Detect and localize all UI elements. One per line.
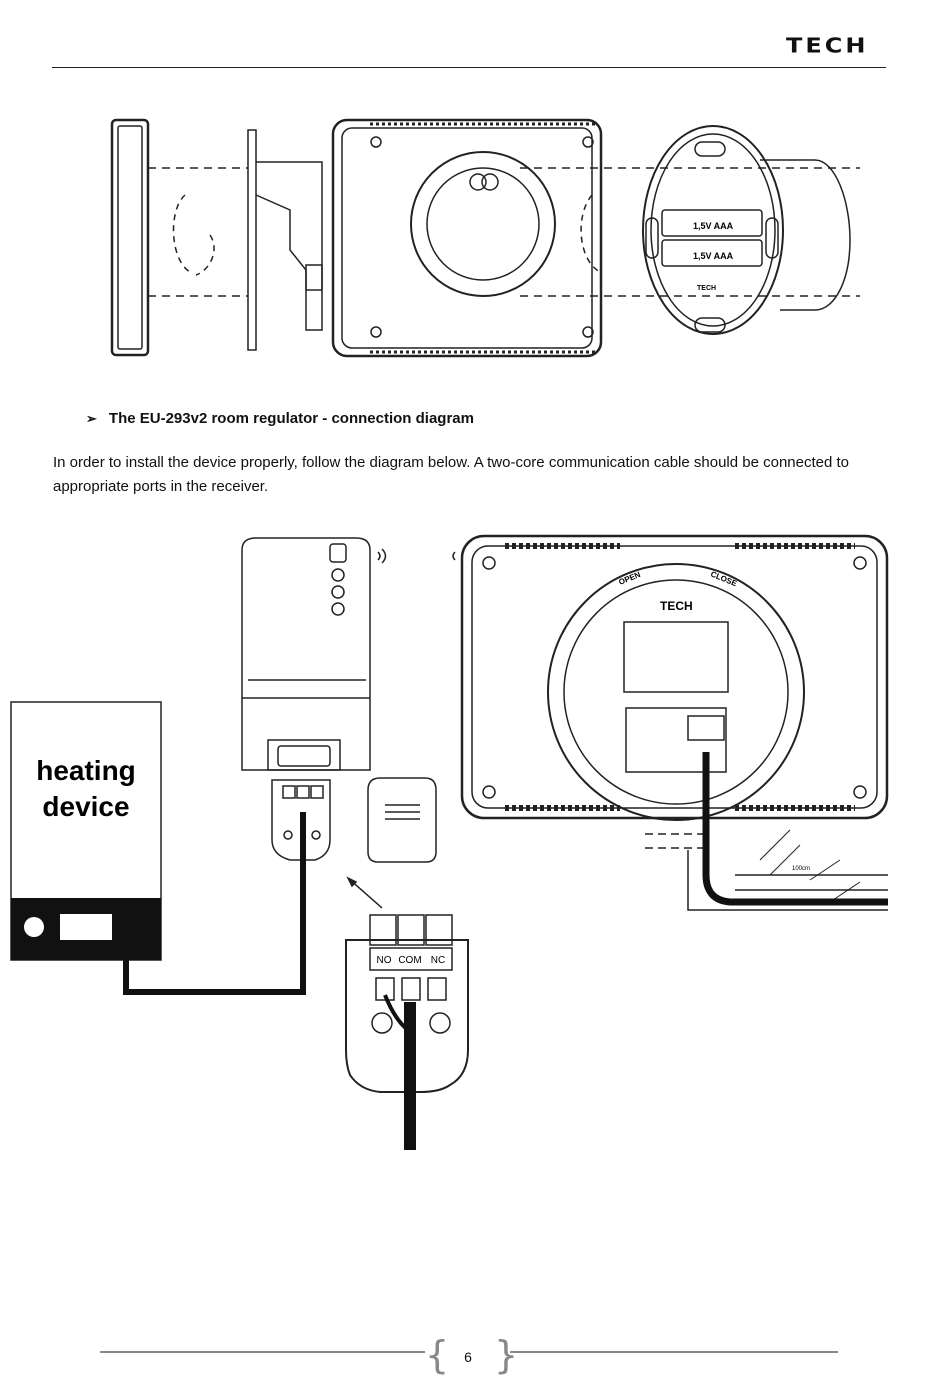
instruction-paragraph: In order to install the device properly,…: [53, 454, 850, 495]
heating-device-label-2: device: [42, 791, 129, 822]
heating-device-label-1: heating: [36, 755, 136, 786]
battery-plate-logo: TECH: [697, 285, 716, 292]
terminal-no-label: NO: [377, 955, 392, 966]
page-number: 6: [464, 1349, 472, 1365]
section-title: The EU-293v2 room regulator - connection…: [108, 410, 474, 427]
exploded-view-figure: 1,5V AAA 1,5V AAA TECH: [110, 118, 860, 358]
battery-label-1: 1,5V AAA: [693, 221, 734, 231]
terminal-com-label: COM: [398, 955, 421, 966]
footer-bracket-right: }: [494, 1333, 519, 1377]
regulator-logo: TECH: [660, 599, 693, 613]
header-divider: [52, 67, 886, 68]
footer-line-left: [100, 1351, 425, 1353]
bullet-icon: ➢: [86, 410, 97, 426]
footer-bracket-left: {: [425, 1333, 450, 1377]
footer-line-right: [510, 1351, 838, 1353]
connection-diagram: heating device NO COM NC OPEN CLOSE TECH…: [10, 534, 889, 1150]
battery-label-2: 1,5V AAA: [693, 251, 734, 261]
section-heading: ➢ The EU-293v2 room regulator - connecti…: [86, 410, 474, 427]
terminal-nc-label: NC: [431, 955, 445, 966]
cable-length-label: 100cm: [792, 866, 810, 872]
brand-logo: TECH: [786, 34, 869, 58]
